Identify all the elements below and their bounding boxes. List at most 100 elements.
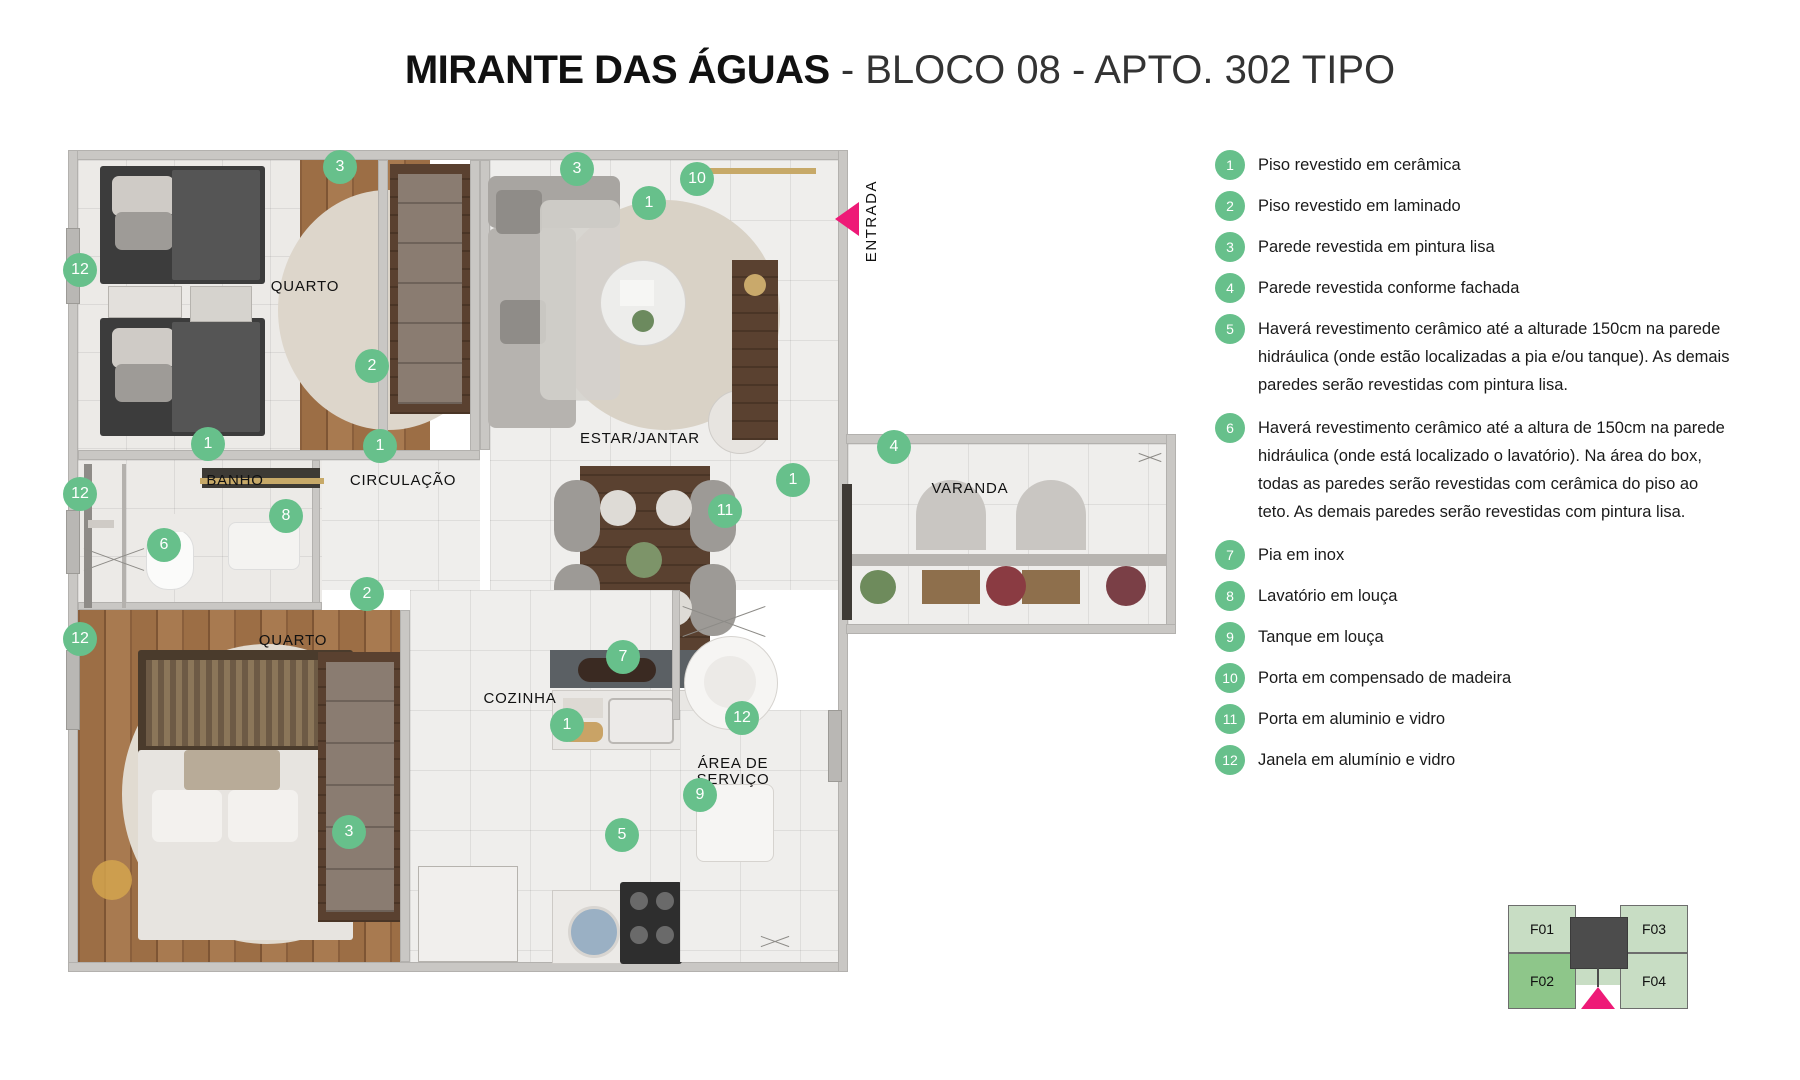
wall-quarto1-bottom [78, 450, 480, 460]
varanda-flowers-center [986, 566, 1026, 606]
wall-varanda-right [1166, 434, 1176, 634]
legend-number-9: 9 [1215, 622, 1245, 652]
washing-machine-door [568, 906, 620, 958]
key-core-stem [1597, 965, 1599, 987]
room-label-area-servico-line1: ÁREA DE [697, 755, 769, 772]
burner-3 [630, 926, 648, 944]
coffee-table-plant [632, 310, 654, 332]
plan-marker-12: 12 [725, 701, 759, 735]
bed-2-pillow-b [115, 364, 173, 402]
room-label-banho: BANHO [206, 472, 264, 489]
circulacao-floor [318, 460, 480, 590]
legend-item-7: 7 Pia em inox [1215, 540, 1775, 570]
service-basin-inner [704, 656, 756, 708]
plan-marker-8: 8 [269, 499, 303, 533]
entrada-arrow-icon [835, 202, 859, 236]
nightstand-1 [108, 286, 182, 318]
plan-marker-10: 10 [680, 162, 714, 196]
legend-text-3: Parede revestida em pintura lisa [1258, 238, 1495, 256]
key-block-f03[interactable]: F03 [1620, 905, 1688, 953]
window-servico[interactable] [828, 710, 842, 782]
title-project-name: MIRANTE DAS ÁGUAS [404, 48, 830, 92]
plan-marker-11: 11 [708, 494, 742, 528]
quarto2-wardrobe-shelves [326, 662, 394, 912]
varanda-sliding-door[interactable] [842, 484, 852, 620]
quarto2-bed-throw [146, 660, 346, 746]
key-plan-diagram: F01 F02 F03 F04 [1508, 905, 1688, 1020]
bed-1-pillow-a [112, 176, 174, 216]
burner-1 [630, 892, 648, 910]
legend-item-8: 8 Lavatório em louça [1215, 581, 1775, 611]
legend-number-8: 8 [1215, 581, 1245, 611]
plan-marker-4: 4 [877, 430, 911, 464]
kitchen-sink[interactable] [608, 698, 674, 744]
servico-small-window-x [760, 928, 790, 954]
key-block-f01[interactable]: F01 [1508, 905, 1576, 953]
plan-marker-1: 1 [776, 463, 810, 497]
cushion-1 [496, 190, 542, 234]
entry-door-leaf[interactable] [698, 168, 816, 174]
burner-4 [656, 926, 674, 944]
dinner-plate-1 [600, 490, 636, 526]
quarto1-wardrobe-shelves [398, 174, 462, 404]
dinner-plate-2 [656, 490, 692, 526]
plan-marker-3: 3 [323, 150, 357, 184]
bed-1-blanket [172, 170, 260, 280]
varanda-table-1 [922, 570, 980, 604]
plan-marker-12: 12 [63, 622, 97, 656]
plan-marker-1: 1 [550, 708, 584, 742]
legend-text-1: Piso revestido em cerâmica [1258, 156, 1461, 174]
plan-marker-5: 5 [605, 818, 639, 852]
wall-estar-left [480, 160, 490, 450]
cooktop [620, 882, 682, 964]
page-title: MIRANTE DAS ÁGUAS - BLOCO 08 - APTO. 302… [0, 48, 1800, 93]
key-block-f02[interactable]: F02 [1508, 953, 1576, 1009]
window-quarto2[interactable] [66, 650, 80, 730]
wall-banho-bottom [78, 602, 322, 610]
quarto2-lamp [92, 860, 132, 900]
room-label-cozinha: COZINHA [483, 690, 557, 707]
varanda-plant-left [860, 570, 896, 604]
quarto2-pillow-a [152, 790, 222, 842]
servico-window-x [680, 608, 768, 634]
wall-quarto2-right [400, 610, 410, 962]
key-block-f04[interactable]: F04 [1620, 953, 1688, 1009]
quarto2-bed-runner [184, 750, 280, 790]
entrada-label: ENTRADA [863, 180, 880, 263]
plan-marker-9: 9 [683, 778, 717, 812]
floor-plan: QUARTO ESTAR/JANTAR CIRCULAÇÃO BANHO [60, 150, 1176, 1010]
banho-window-x [82, 546, 146, 572]
key-entrance-arrow-icon [1581, 987, 1615, 1009]
wall-servico-left [672, 590, 680, 720]
plan-marker-2: 2 [350, 577, 384, 611]
plan-marker-12: 12 [63, 477, 97, 511]
window-banho[interactable] [66, 510, 80, 574]
wall-bottom [68, 962, 848, 972]
legend-text-7: Pia em inox [1258, 546, 1345, 564]
wall-varanda-bottom [846, 624, 1176, 634]
legend-text-12: Janela em alumínio e vidro [1258, 751, 1456, 769]
varanda-table-2 [1022, 570, 1080, 604]
plan-marker-12: 12 [63, 253, 97, 287]
legend-text-8: Lavatório em louça [1258, 587, 1398, 605]
legend-number-7: 7 [1215, 540, 1245, 570]
room-label-circulacao: CIRCULAÇÃO [349, 472, 457, 489]
varanda-rail [848, 554, 1166, 566]
burner-2 [656, 892, 674, 910]
room-label-varanda: VARANDA [931, 480, 1009, 497]
bed-2-pillow-a [112, 328, 174, 368]
bed-1-pillow-b [115, 212, 173, 250]
varanda-chair-1 [916, 480, 986, 550]
legend-number-5: 5 [1215, 314, 1245, 344]
plan-marker-3: 3 [560, 152, 594, 186]
toilet-tank [148, 514, 190, 532]
varanda-chair-2 [1016, 480, 1086, 550]
quarto2-pillow-b [228, 790, 298, 842]
